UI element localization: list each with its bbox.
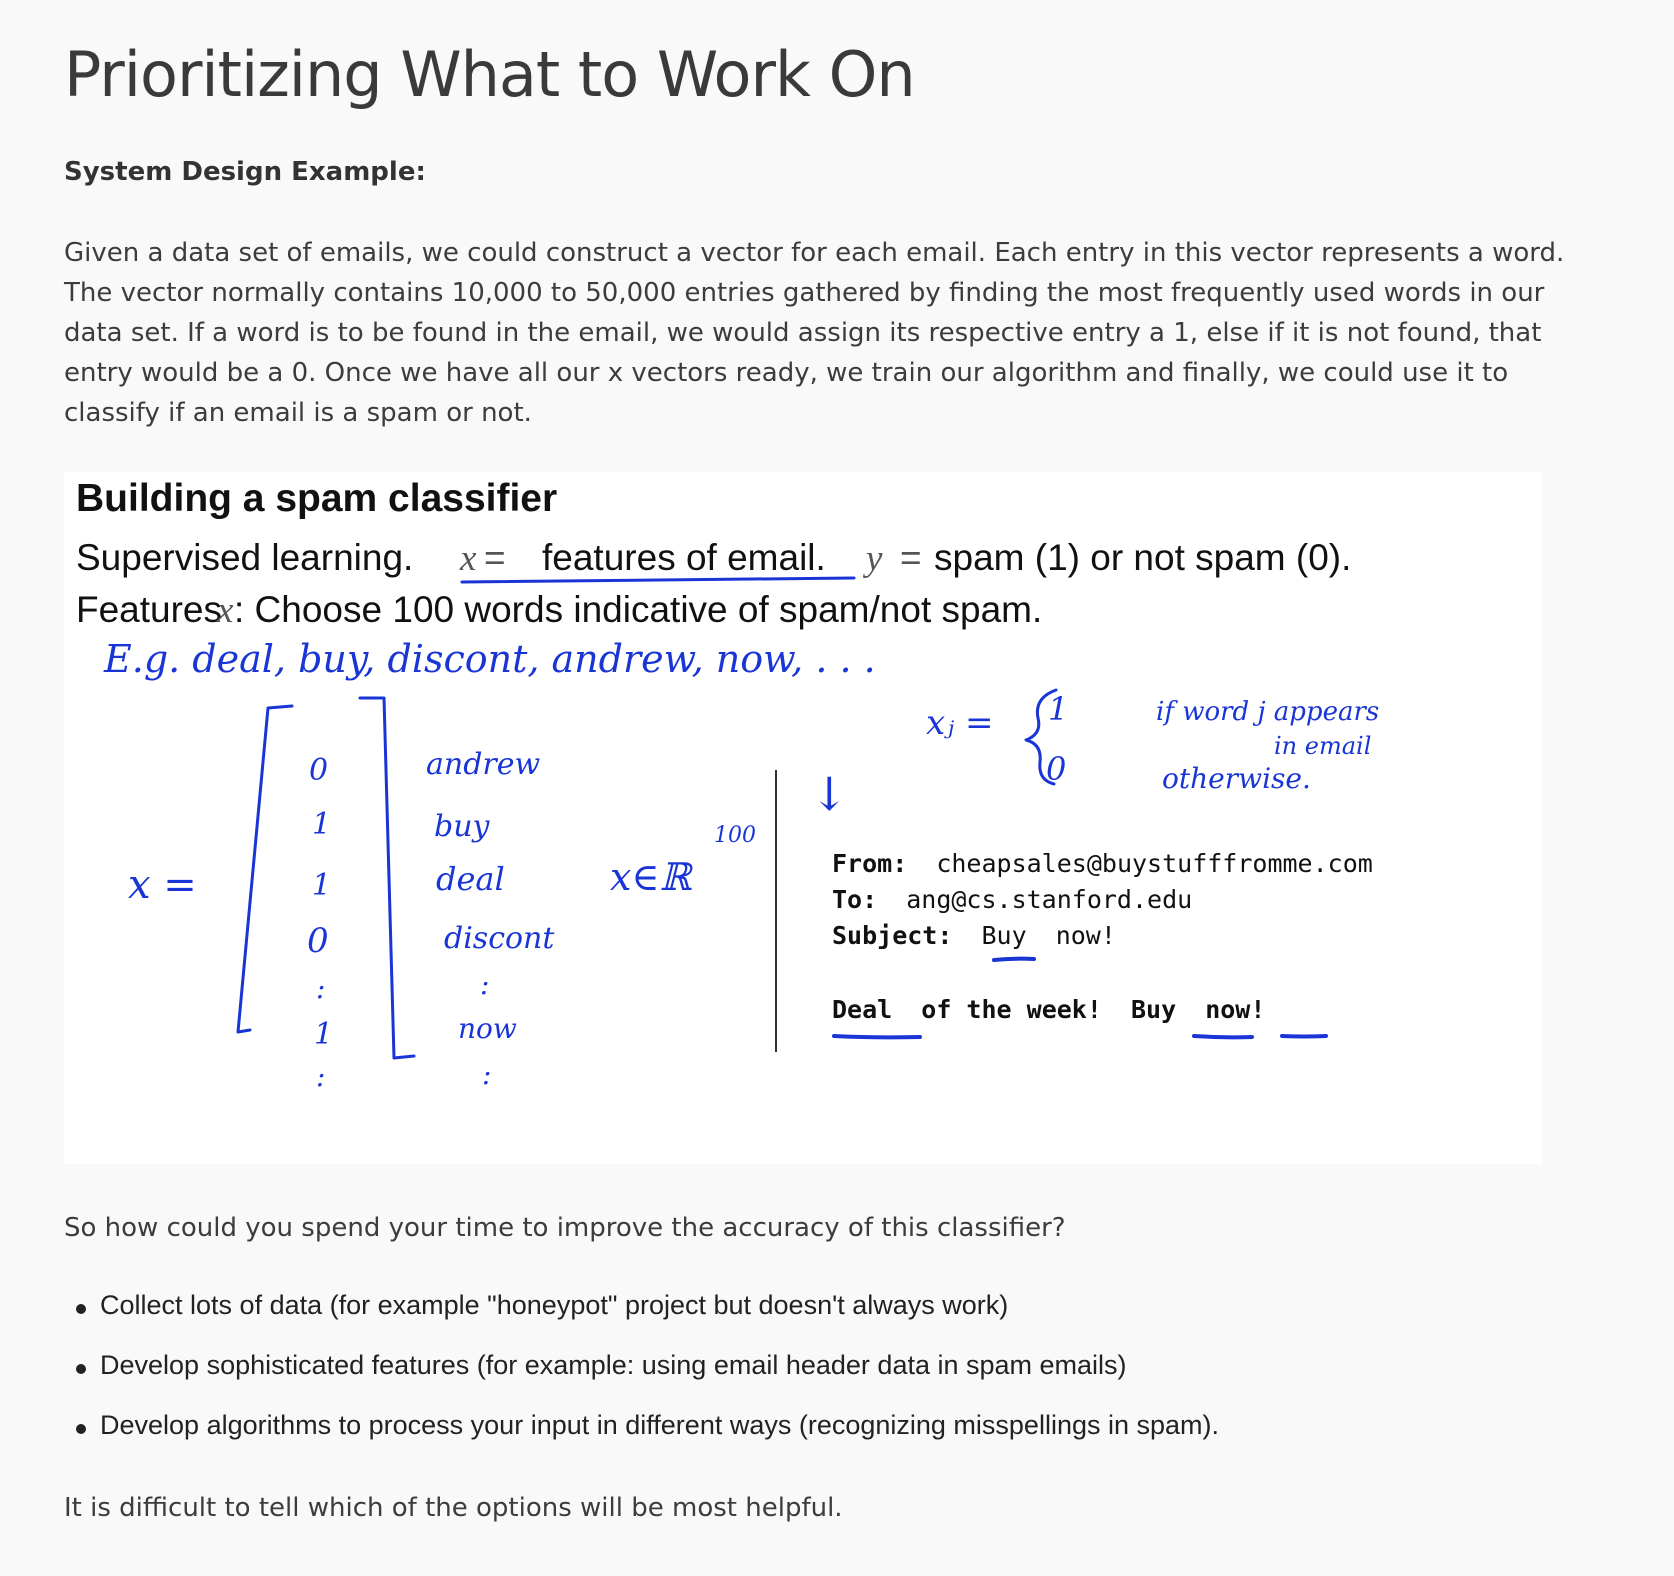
list-item: Develop sophisticated features (for exam… (64, 1350, 1219, 1410)
case-one-text-2: in email (1274, 732, 1371, 760)
underline-stroke (1280, 1034, 1328, 1039)
paragraph-line: data set. If a word is to be found in th… (64, 318, 1542, 348)
email-to-label: To: (832, 885, 877, 914)
vector-word: now (458, 1012, 517, 1045)
handwritten-x-in-r: x∈ℝ (610, 855, 694, 899)
email-subject-buy: Buy (981, 921, 1026, 950)
left-bracket (236, 704, 294, 1034)
page-title: Prioritizing What to Work On (64, 38, 916, 111)
list-item: Develop algorithms to process your input… (64, 1410, 1219, 1470)
vector-word: deal (436, 860, 505, 898)
email-body-mid: of the week! (921, 995, 1102, 1024)
email-from-value: cheapsales@buystufffromme.com (936, 849, 1373, 878)
vector-entry: : (316, 1060, 325, 1093)
case-one-text: if word j appears (1156, 697, 1379, 727)
list-item-text: Develop algorithms to process your input… (100, 1410, 1220, 1440)
slide-line1-prefix: Supervised learning. (76, 537, 413, 578)
list-item-text: Develop sophisticated features (for exam… (100, 1350, 1127, 1380)
email-body-buy: Buy (1131, 995, 1176, 1024)
email-body-now: now! (1205, 995, 1265, 1024)
handwritten-x-equals: x = (128, 862, 197, 908)
handwritten-examples: E.g. deal, buy, discont, andrew, now, . … (103, 637, 876, 681)
bullet-dot-icon (76, 1304, 86, 1314)
slide-x-variable: x (459, 538, 477, 579)
email-from-label: From: (832, 849, 907, 878)
slide-heading: Building a spam classifier (76, 477, 557, 520)
email-to-line: To: ang@cs.stanford.edu (832, 885, 1192, 914)
email-to-value: ang@cs.stanford.edu (906, 885, 1192, 914)
intro-paragraph: Given a data set of emails, we could con… (64, 233, 1564, 433)
email-body-deal: Deal (832, 995, 892, 1024)
paragraph-line: entry would be a 0. Once we have all our… (64, 358, 1509, 388)
slide-y-variable: y (862, 538, 883, 579)
case-zero-text: otherwise. (1162, 762, 1311, 795)
bullet-dot-icon (76, 1364, 86, 1374)
vector-entry: 1 (312, 807, 331, 842)
email-body-line: Deal of the week! Buy now! (832, 995, 1265, 1024)
bullet-dot-icon (76, 1424, 86, 1434)
slide-equals: = (484, 537, 506, 578)
email-from-line: From: cheapsales@buystufffromme.com (832, 849, 1373, 878)
vector-entry: : (316, 972, 325, 1005)
vector-entry: 0 (309, 753, 328, 788)
underline-stroke (992, 956, 1036, 962)
list-item: Collect lots of data (for example "honey… (64, 1290, 1219, 1350)
vector-word: : (480, 968, 489, 1001)
case-zero: 0 (1046, 750, 1066, 788)
handwritten-exponent: 100 (714, 823, 756, 848)
slide-canvas: Building a spam classifier Supervised le… (76, 477, 1379, 1093)
slide-equals: = (900, 537, 922, 578)
slide-line2-prefix: Features (76, 589, 222, 630)
section-subheading: System Design Example: (64, 157, 426, 187)
slide-line2-rest: : Choose 100 words indicative of spam/no… (234, 589, 1042, 630)
slide-spam-label: spam (1) or not spam (0). (934, 537, 1351, 578)
spam-classifier-slide: Building a spam classifier Supervised le… (64, 472, 1542, 1164)
vector-word: andrew (426, 747, 541, 782)
vector-entry: 1 (312, 868, 331, 903)
handwritten-arrow: ↓ (810, 767, 849, 821)
vector-word: : (482, 1058, 491, 1091)
handwritten-xj: xⱼ = (926, 703, 993, 743)
slide-x-variable: x (216, 590, 234, 631)
piecewise-brace (1024, 688, 1058, 786)
email-subject-line: Subject: Buy now! (832, 921, 1116, 950)
paragraph-line: Given a data set of emails, we could con… (64, 238, 1565, 268)
question-text: So how could you spend your time to impr… (64, 1213, 1066, 1243)
vector-word: buy (434, 809, 491, 844)
email-subject-now: now! (1056, 921, 1116, 950)
slide-features-of-email: features of email. (542, 537, 826, 578)
options-list: Collect lots of data (for example "honey… (64, 1290, 1219, 1470)
email-subject-label: Subject: (832, 921, 952, 950)
paragraph-line: The vector normally contains 10,000 to 5… (64, 278, 1545, 308)
underline-stroke (832, 1034, 922, 1040)
paragraph-line: classify if an email is a spam or not. (64, 398, 532, 428)
underline-stroke (460, 576, 856, 584)
vector-entry: 1 (314, 1017, 333, 1052)
right-bracket (358, 696, 416, 1060)
vector-entry: 0 (307, 921, 329, 961)
closing-text: It is difficult to tell which of the opt… (64, 1493, 843, 1523)
underline-stroke (1192, 1034, 1254, 1040)
vector-word: discont (444, 921, 555, 956)
list-item-text: Collect lots of data (for example "honey… (100, 1290, 1009, 1320)
case-one: 1 (1048, 690, 1068, 728)
